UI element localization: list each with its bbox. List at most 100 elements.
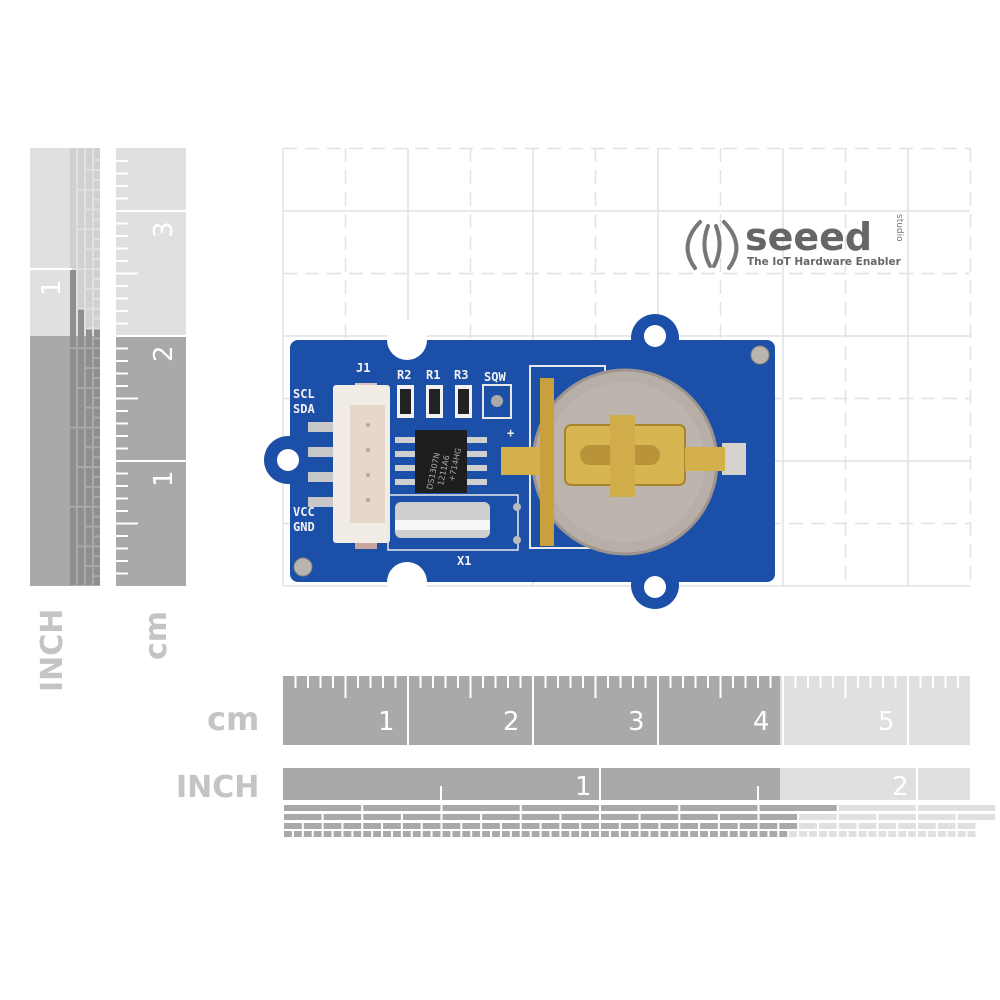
hruler-inch-label: INCH xyxy=(176,770,259,805)
label-sda: SDA xyxy=(293,402,315,416)
ruler-sub-bar xyxy=(313,831,322,837)
ruler-sub-bar xyxy=(78,547,84,585)
ruler-sub-bar xyxy=(719,814,758,820)
hruler-cm-4: 4 xyxy=(753,707,770,737)
ruler-sub-bar xyxy=(94,507,100,516)
ruler-sub-bar xyxy=(94,547,100,556)
ruler-sub-bar xyxy=(937,831,946,837)
ruler-sub-bar xyxy=(363,805,441,811)
ruler-sub-bar xyxy=(660,831,669,837)
label-scl: SCL xyxy=(293,387,315,401)
ruler-sub-bar xyxy=(759,823,778,829)
ruler-sub-bar xyxy=(957,823,976,829)
ruler-sub-bar xyxy=(472,831,481,837)
ruler-sub-bar xyxy=(86,190,92,209)
ruler-sub-bar xyxy=(86,567,92,585)
vruler-cm-3: 3 xyxy=(149,221,179,238)
ruler-sub-bar xyxy=(78,309,84,348)
ruler-sub-bar xyxy=(343,823,362,829)
ruler-sub-bar xyxy=(94,319,100,328)
ruler-sub-bar xyxy=(402,823,421,829)
ruler-sub-bar xyxy=(541,823,560,829)
ruler-sub-bar xyxy=(492,831,500,837)
ruler-sub-bar xyxy=(94,220,100,229)
ruler-sub-bar xyxy=(749,831,758,837)
ruler-sub-bar xyxy=(828,831,837,837)
ruler-sub-bar xyxy=(343,831,352,837)
ruler-sub-bar xyxy=(888,831,897,837)
ruler-sub-bar xyxy=(541,831,550,837)
ruler-sub-bar xyxy=(86,210,92,229)
horizontal-inch-ruler: 1 2 xyxy=(283,768,996,837)
ruler-sub-bar xyxy=(78,230,84,268)
ruler-sub-bar xyxy=(94,339,100,348)
ruler-sub-bar xyxy=(70,507,76,585)
ruler-sub-bar xyxy=(482,831,491,837)
ruler-sub-bar xyxy=(759,831,768,837)
ruler-sub-bar xyxy=(601,805,679,811)
ruler-sub-bar xyxy=(918,805,996,811)
ruler-sub-bar xyxy=(383,831,391,837)
ruler-sub-bar xyxy=(86,270,92,288)
ruler-sub-bar xyxy=(94,408,100,417)
ruler-sub-bar xyxy=(878,823,897,829)
ruler-sub-bar xyxy=(521,823,540,829)
ruler-sub-bar xyxy=(719,831,728,837)
ruler-sub-bar xyxy=(78,148,84,186)
ruler-sub-bar xyxy=(94,448,100,457)
ruler-sub-bar xyxy=(640,823,659,829)
ruler-sub-bar xyxy=(94,527,100,536)
ruler-sub-bar xyxy=(561,823,580,829)
ruler-sub-bar xyxy=(94,398,100,407)
ruler-sub-bar xyxy=(680,805,758,811)
vruler-inch-1: 1 xyxy=(37,279,67,296)
label-j1: J1 xyxy=(356,361,370,375)
ruler-sub-bar xyxy=(94,428,100,437)
ruler-sub-bar xyxy=(303,823,322,829)
ruler-sub-bar xyxy=(323,823,342,829)
ruler-sub-bar xyxy=(432,831,441,837)
hruler-inch-2: 2 xyxy=(892,772,909,802)
ruler-sub-bar xyxy=(601,814,639,820)
ruler-sub-bar xyxy=(94,438,100,447)
ruler-sub-bar xyxy=(700,831,708,837)
ruler-sub-bar xyxy=(561,814,599,820)
label-r1: R1 xyxy=(426,368,440,382)
ruler-sub-bar xyxy=(86,507,92,526)
ruler-sub-bar xyxy=(94,517,100,526)
ruler-sub-bar xyxy=(78,428,84,467)
ruler-sub-bar xyxy=(620,831,629,837)
ruler-sub-bar xyxy=(422,831,431,837)
ruler-sub-bar xyxy=(94,309,100,318)
ruler-sub-bar xyxy=(94,487,100,496)
ruler-sub-bar xyxy=(581,831,590,837)
ruler-sub-bar xyxy=(94,250,100,259)
ruler-sub-bar xyxy=(799,831,808,837)
ruler-sub-bar xyxy=(918,814,956,820)
ruler-sub-bar xyxy=(848,831,857,837)
ruler-sub-bar xyxy=(442,814,481,820)
ruler-sub-bar xyxy=(521,805,599,811)
vruler-cm-1: 1 xyxy=(149,470,179,487)
ruler-sub-bar xyxy=(551,831,560,837)
ruler-sub-bar xyxy=(937,823,956,829)
ruler-sub-bar xyxy=(323,831,332,837)
ruler-sub-bar xyxy=(601,831,609,837)
ruler-sub-bar xyxy=(78,349,84,387)
ruler-sub-bar xyxy=(918,831,926,837)
ruler-sub-bar xyxy=(571,831,580,837)
ruler-sub-bar xyxy=(680,831,689,837)
ruler-sub-bar xyxy=(719,823,738,829)
ruler-sub-bar xyxy=(78,507,84,546)
ruler-sub-bar xyxy=(908,831,916,837)
ruler-sub-bar xyxy=(700,823,718,829)
label-r3: R3 xyxy=(454,368,468,382)
ruler-sub-bar xyxy=(86,309,92,328)
ruler-sub-bar xyxy=(86,527,92,546)
ruler-sub-bar xyxy=(967,831,976,837)
ruler-sub-bar xyxy=(284,823,302,829)
ruler-sub-bar xyxy=(630,831,639,837)
ruler-sub-bar xyxy=(591,831,599,837)
ruler-sub-bar xyxy=(94,537,100,546)
ruler-sub-bar xyxy=(957,814,996,820)
